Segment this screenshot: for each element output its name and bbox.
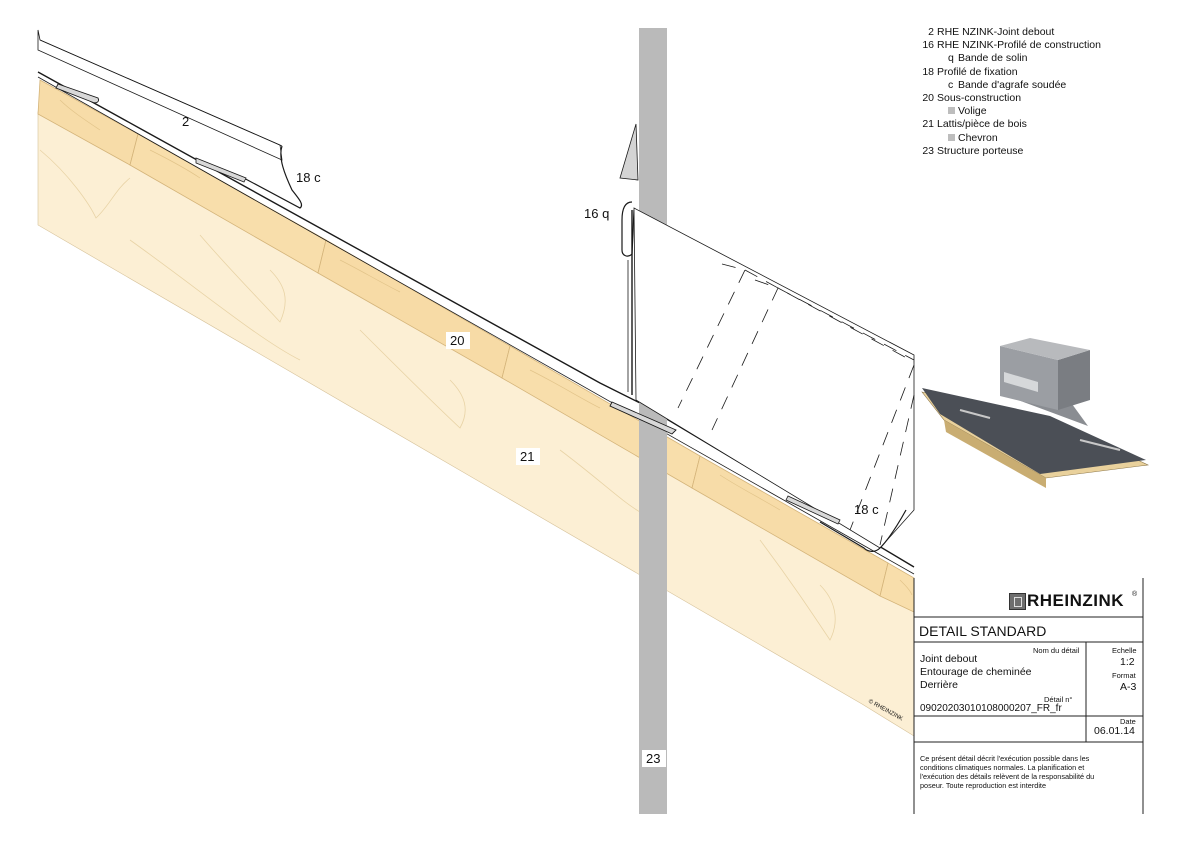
clip-upper-left: [55, 83, 99, 104]
format-value: A-3: [1120, 681, 1137, 693]
legend-item-text: Profilé de fixation: [937, 65, 1018, 78]
legend-subitem: q Bande de solin: [912, 52, 1182, 65]
format-label: Format: [1112, 671, 1136, 680]
legend-subitem-marker: q: [948, 52, 954, 65]
brand-name: RHEINZINK: [1027, 591, 1125, 610]
legend-subitem: c Bande d'agrafe soudée: [912, 79, 1182, 92]
title-block: RHEINZINK ® DETAIL STANDARD Nom du détai…: [914, 578, 1143, 814]
legend-subitem-text: Bande d'agrafe soudée: [958, 78, 1067, 91]
square-bullet-icon: [948, 107, 955, 115]
callout-18c-bottom: 18 c: [854, 502, 879, 517]
callout-16q: 16 q: [584, 206, 609, 221]
boarding-grain: [59, 99, 913, 596]
legend-subitem-text: Bande de solin: [958, 52, 1028, 65]
scale-value: 1:2: [1120, 656, 1135, 668]
legend-item-text: RHE NZINK-Joint debout: [937, 26, 1055, 38]
disclaimer-line-1: Ce présent détail décrit l'exécution pos…: [920, 754, 1090, 763]
standing-seam-hook-upper: [239, 145, 303, 209]
legend-subitem-marker: c: [948, 78, 954, 91]
clip-lower-right: [785, 495, 841, 525]
title-block-frame: [913, 578, 1144, 814]
legend-item-text: Structure porteuse: [937, 144, 1024, 157]
legend-item-number: 20: [922, 92, 934, 105]
legend-subitem-text: Volige: [958, 105, 987, 118]
date-value: 06.01.14: [1094, 725, 1135, 737]
standing-seam-top-edge: [39, 39, 283, 147]
name-line-1: Joint debout: [920, 653, 978, 665]
legend-item-number: 21: [922, 118, 934, 131]
legend-item-text: Sous-construction: [937, 92, 1022, 105]
isometric-thumbnail: [921, 338, 1150, 488]
standing-seam-hook-lower: [819, 509, 907, 552]
clip-lower-mid: [609, 401, 677, 435]
callout-21: 21: [520, 449, 534, 464]
legend-subitem-text: Chevron: [958, 131, 998, 144]
hidden-lines: [677, 263, 915, 546]
legend-item-number: 2: [928, 26, 934, 38]
roof-covering-line-2: [37, 76, 915, 575]
detail-no: 09020203010108000207_FR_fr: [920, 703, 1062, 714]
rafter-grain: [39, 149, 836, 641]
callout-2: 2: [182, 114, 189, 129]
legend-item-number: 18: [922, 65, 934, 78]
brand-mark: ®: [1132, 591, 1138, 598]
scale-label: Echelle: [1112, 646, 1137, 655]
callout-20: 20: [450, 333, 464, 348]
date-label: Date: [1120, 717, 1136, 726]
legend-item-number: 23: [922, 144, 934, 157]
square-bullet-icon: [948, 133, 955, 141]
heading: DETAIL STANDARD: [919, 623, 1047, 639]
rheinzink-logo-icon: [1009, 593, 1026, 610]
name-line-3: Derrière: [920, 679, 958, 691]
clip-upper-mid: [195, 157, 247, 183]
legend-item-number: 16: [922, 39, 934, 52]
disclaimer-line-3: l'exécution des détails relèvent de la r…: [920, 772, 1095, 781]
name-line-2: Entourage de cheminée: [920, 666, 1032, 678]
chimney-flashing-wedge: [619, 123, 639, 181]
detail-no-label: Détail n°: [1044, 695, 1073, 704]
legend-subitem: Volige: [912, 105, 1182, 118]
legend-item-text: Lattis/pièce de bois: [937, 118, 1027, 131]
disclaimer-line-4: poseur. Toute reproduction est interdite: [920, 781, 1047, 790]
callout-23: 23: [646, 751, 660, 766]
callout-18c-top: 18 c: [296, 170, 321, 185]
legend-item-text: RHE NZINK-Profilé de construction: [937, 39, 1101, 52]
name-label: Nom du détail: [1033, 646, 1080, 655]
standing-seam-panel-lower: [633, 207, 915, 549]
legend-subitem: Chevron: [912, 132, 1182, 145]
disclaimer-line-2: conditions climatiques normales. La plan…: [920, 763, 1085, 772]
flashing-strip-16q: [621, 201, 635, 257]
